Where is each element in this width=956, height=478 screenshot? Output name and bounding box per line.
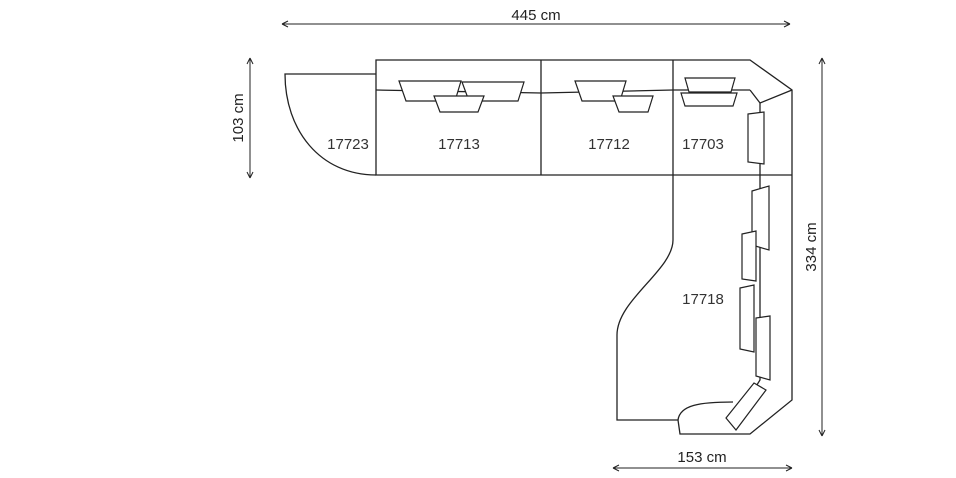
module-label-17723: 17723 [327,136,369,153]
dimension-bottom-depth: 153 cm [612,449,793,472]
sofa-outline [284,59,793,435]
top-section-outline [375,59,793,435]
module-label-17718: 17718 [682,291,724,308]
dimension-bottom-depth-label: 153 cm [677,449,726,466]
module-label-17713: 17713 [438,136,480,153]
dimension-right-height: 334 cm [803,57,826,437]
module-divider [540,60,792,176]
chaise-end [677,401,734,421]
dimension-width-label: 445 cm [511,7,560,24]
dimension-right-height-label: 334 cm [803,222,820,271]
dimension-left-depth: 103 cm [230,57,254,179]
module-label-17703: 17703 [682,136,724,153]
module-label-17712: 17712 [588,136,630,153]
cushions [398,77,771,431]
module-17723-shape [284,73,377,176]
dimension-left-depth-label: 103 cm [230,93,247,142]
dimension-width: 445 cm [281,7,791,28]
